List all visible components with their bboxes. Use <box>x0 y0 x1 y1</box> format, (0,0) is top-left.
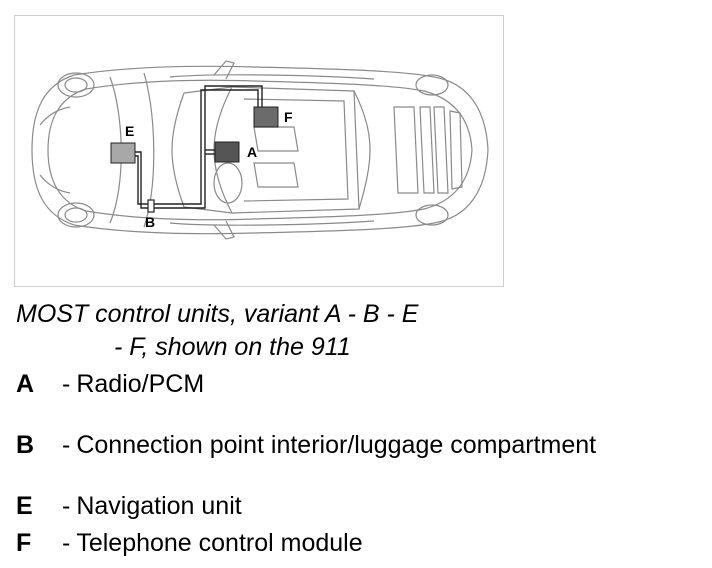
legend-key: F <box>16 529 32 557</box>
telephone-module-box <box>253 106 279 128</box>
legend-text: Connection point interior/luggage compar… <box>76 431 597 459</box>
legend-dash: - <box>62 431 71 459</box>
navigation-unit-box <box>110 142 136 164</box>
legend-item-e: E -Navigation unit <box>16 491 242 521</box>
legend-dash: - <box>62 370 71 398</box>
callout-e: E <box>125 123 134 139</box>
callout-f: F <box>284 109 293 125</box>
connection-point-b-marker <box>147 199 155 213</box>
legend-key: E <box>16 492 33 520</box>
radio-pcm-box <box>214 141 240 163</box>
callout-b: B <box>145 214 155 230</box>
legend-text: Radio/PCM <box>76 370 205 398</box>
legend-dash: - <box>62 529 71 557</box>
callout-a: A <box>247 144 257 160</box>
legend-text: Navigation unit <box>76 492 242 520</box>
legend-item-b: B-Connection point interior/luggage comp… <box>16 430 596 460</box>
caption-line-2: - F, shown on the 911 <box>114 333 351 361</box>
vehicle-diagram: E A F B <box>14 15 504 287</box>
legend-key: B <box>16 431 35 459</box>
most-wiring <box>135 85 263 209</box>
legend-key: A <box>16 370 35 398</box>
car-outline <box>31 60 489 240</box>
legend-dash: - <box>62 492 71 520</box>
legend-item-a: A-Radio/PCM <box>16 369 204 399</box>
caption-line-1: MOST control units, variant A - B - E <box>16 300 419 328</box>
legend-text: Telephone control module <box>76 529 363 557</box>
legend-item-f: F -Telephone control module <box>16 528 363 558</box>
